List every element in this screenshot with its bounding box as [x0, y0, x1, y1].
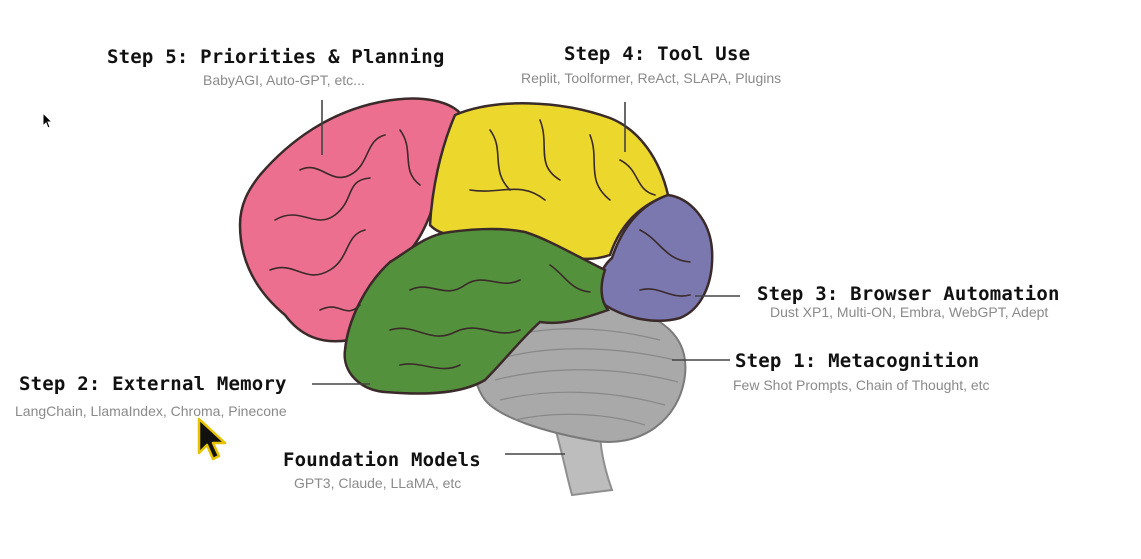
step4-title: Step 4: Tool Use — [564, 43, 751, 65]
step5-title: Step 5: Priorities & Planning — [107, 46, 445, 68]
step3-examples: Dust XP1, Multi-ON, Embra, WebGPT, Adept — [770, 304, 1049, 320]
step2-examples: LangChain, LlamaIndex, Chroma, Pinecone — [15, 403, 287, 419]
brain-region-tool-use — [428, 102, 670, 261]
step1-title: Step 1: Metacognition — [735, 350, 980, 372]
step5-examples: BabyAGI, Auto-GPT, etc... — [203, 72, 365, 88]
step1-examples: Few Shot Prompts, Chain of Thought, etc — [733, 377, 990, 393]
small-cursor-icon — [42, 112, 54, 129]
foundation-title: Foundation Models — [283, 449, 481, 471]
large-cursor-icon — [197, 417, 227, 461]
connector-lines — [312, 100, 740, 455]
foundation-examples: GPT3, Claude, LLaMA, etc — [294, 475, 462, 491]
step2-title: Step 2: External Memory — [19, 373, 287, 395]
step3-title: Step 3: Browser Automation — [757, 283, 1060, 305]
step5-label: Step 5: Priorities & Planning — [107, 46, 445, 68]
brain-folds — [269, 119, 691, 370]
brain-region-browser — [597, 193, 714, 322]
brain-region-memory — [343, 227, 611, 395]
step4-examples: Replit, Toolformer, ReAct, SLAPA, Plugin… — [521, 70, 782, 86]
